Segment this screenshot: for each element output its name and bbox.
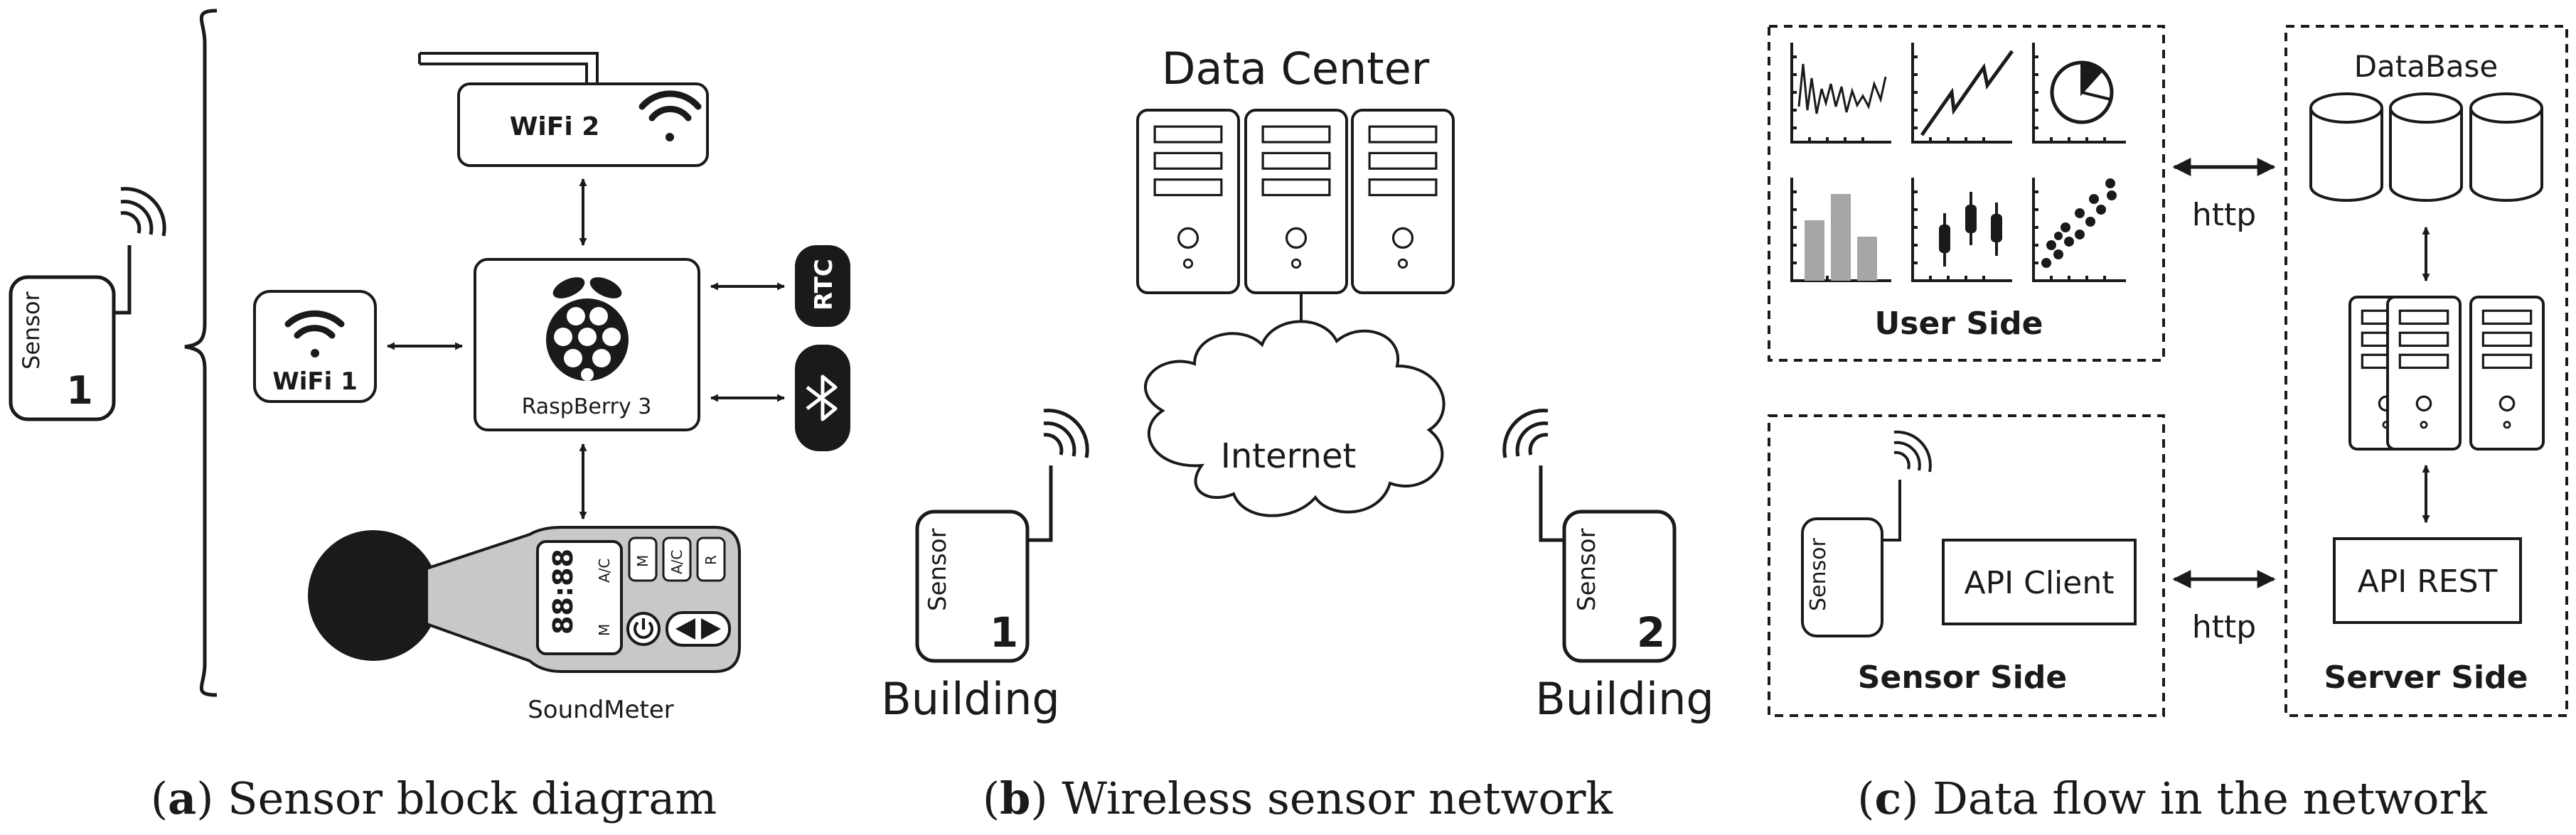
user-side-box <box>1768 25 2165 362</box>
sensor-label: Sensor <box>1573 528 1601 611</box>
wifi-1-label: WiFi 1 <box>272 367 358 396</box>
sensor-number: 1 <box>66 368 93 413</box>
sensor-1: Sensor 1 <box>9 187 166 421</box>
panel-a-arrows <box>386 178 786 520</box>
sensor-building-1: Sensor 1 <box>915 409 1089 663</box>
sensor-number: 1 <box>990 608 1018 657</box>
wifi-icon <box>284 310 345 357</box>
soundmeter: 88:88 A/C M M A/C R <box>308 526 741 673</box>
r-button <box>696 537 726 582</box>
database-icon <box>2389 92 2463 202</box>
building-2-label: Building <box>1535 673 1714 725</box>
database-label: DataBase <box>2354 49 2498 84</box>
arrow-buttons <box>666 611 731 647</box>
sensor-building-2: Sensor 2 <box>1502 409 1677 663</box>
bluetooth-module <box>795 345 850 451</box>
sensor-number: 2 <box>1637 608 1665 657</box>
server-icon <box>1351 109 1455 294</box>
rtc-label: RTC <box>810 259 838 311</box>
meter-display <box>536 540 623 655</box>
panel-c: User Side DataBase API REST Server Side … <box>1768 25 2568 824</box>
user-side-label: User Side <box>1875 306 2043 342</box>
meter-reading: 88:88 <box>547 549 579 635</box>
api-client-box <box>1942 539 2137 625</box>
soundmeter-label: SoundMeter <box>528 696 674 724</box>
sensor-device: Sensor <box>1801 430 1932 637</box>
brace <box>184 9 218 697</box>
caption-a: (a) Sensor block diagram <box>151 772 717 824</box>
signal-icon <box>1893 430 1932 473</box>
trend-chart-icon <box>1911 43 2014 144</box>
internet-cloud <box>1144 320 1445 517</box>
server-icon <box>2469 296 2545 451</box>
caption-b: (b) Wireless sensor network <box>983 772 1613 824</box>
line-chart-icon <box>1790 43 1891 144</box>
server-side-label: Server Side <box>2324 659 2528 696</box>
signal-icon <box>1043 409 1089 458</box>
right-arrow-icon <box>701 618 721 640</box>
data-center-servers <box>1136 109 1455 294</box>
api-rest-label: API REST <box>2358 564 2498 600</box>
http-bottom-label: http <box>2192 609 2256 645</box>
raspberry-label: RaspBerry 3 <box>522 394 652 419</box>
pie-chart-icon <box>2032 43 2126 144</box>
signal-icon <box>120 187 166 237</box>
scatter-chart-icon <box>2032 178 2126 282</box>
raspberry-module: RaspBerry 3 <box>474 258 700 431</box>
sensor-side-label: Sensor Side <box>1858 659 2067 696</box>
api-client-label: API Client <box>1965 565 2115 601</box>
sensor-label: Sensor <box>1806 538 1831 611</box>
signal-icon <box>1502 409 1549 458</box>
sensor-label: Sensor <box>924 528 952 611</box>
meter-display-m: M <box>596 624 613 636</box>
panel-b: Data Center Internet Sensor 1 Building <box>881 43 1714 824</box>
ac-button-label: A/C <box>668 550 685 574</box>
r-button-label: R <box>702 555 720 565</box>
raspberry-icon <box>546 277 629 381</box>
server-icon <box>1244 109 1348 294</box>
database-icon <box>2309 92 2383 202</box>
backend-servers <box>2348 296 2545 451</box>
database-icon <box>2469 92 2543 202</box>
candlestick-chart-icon <box>1911 178 2012 282</box>
caption-c: (c) Data flow in the network <box>1857 772 2487 824</box>
meter-display-ac: A/C <box>596 559 613 583</box>
internet-label: Internet <box>1221 436 1357 476</box>
chart-icons <box>1790 43 2126 282</box>
api-rest-box <box>2333 537 2522 624</box>
power-icon <box>626 612 661 646</box>
server-icon <box>1136 109 1240 294</box>
data-center-label: Data Center <box>1162 43 1430 95</box>
wifi-icon <box>638 90 702 141</box>
panel-a: Sensor 1 WiFi 2 WiFi 1 <box>9 9 850 824</box>
bar-chart-icon <box>1790 178 1891 282</box>
bluetooth-icon <box>806 375 838 421</box>
wifi-2-module: WiFi 2 <box>418 52 709 167</box>
m-button-label: M <box>634 555 651 567</box>
ac-button <box>662 537 692 582</box>
sensor-side-box <box>1768 414 2165 717</box>
database-cylinders <box>2309 92 2543 202</box>
wifi-1-module: WiFi 1 <box>253 290 377 403</box>
sensor-label: Sensor <box>18 291 45 370</box>
server-icon <box>2386 296 2462 451</box>
wifi-2-label: WiFi 2 <box>510 112 600 141</box>
m-button <box>628 537 658 582</box>
building-1-label: Building <box>881 673 1060 725</box>
rtc-module: RTC <box>795 245 850 327</box>
left-arrow-icon <box>675 618 695 640</box>
http-top-label: http <box>2192 197 2256 233</box>
server-side-box <box>2284 25 2568 717</box>
